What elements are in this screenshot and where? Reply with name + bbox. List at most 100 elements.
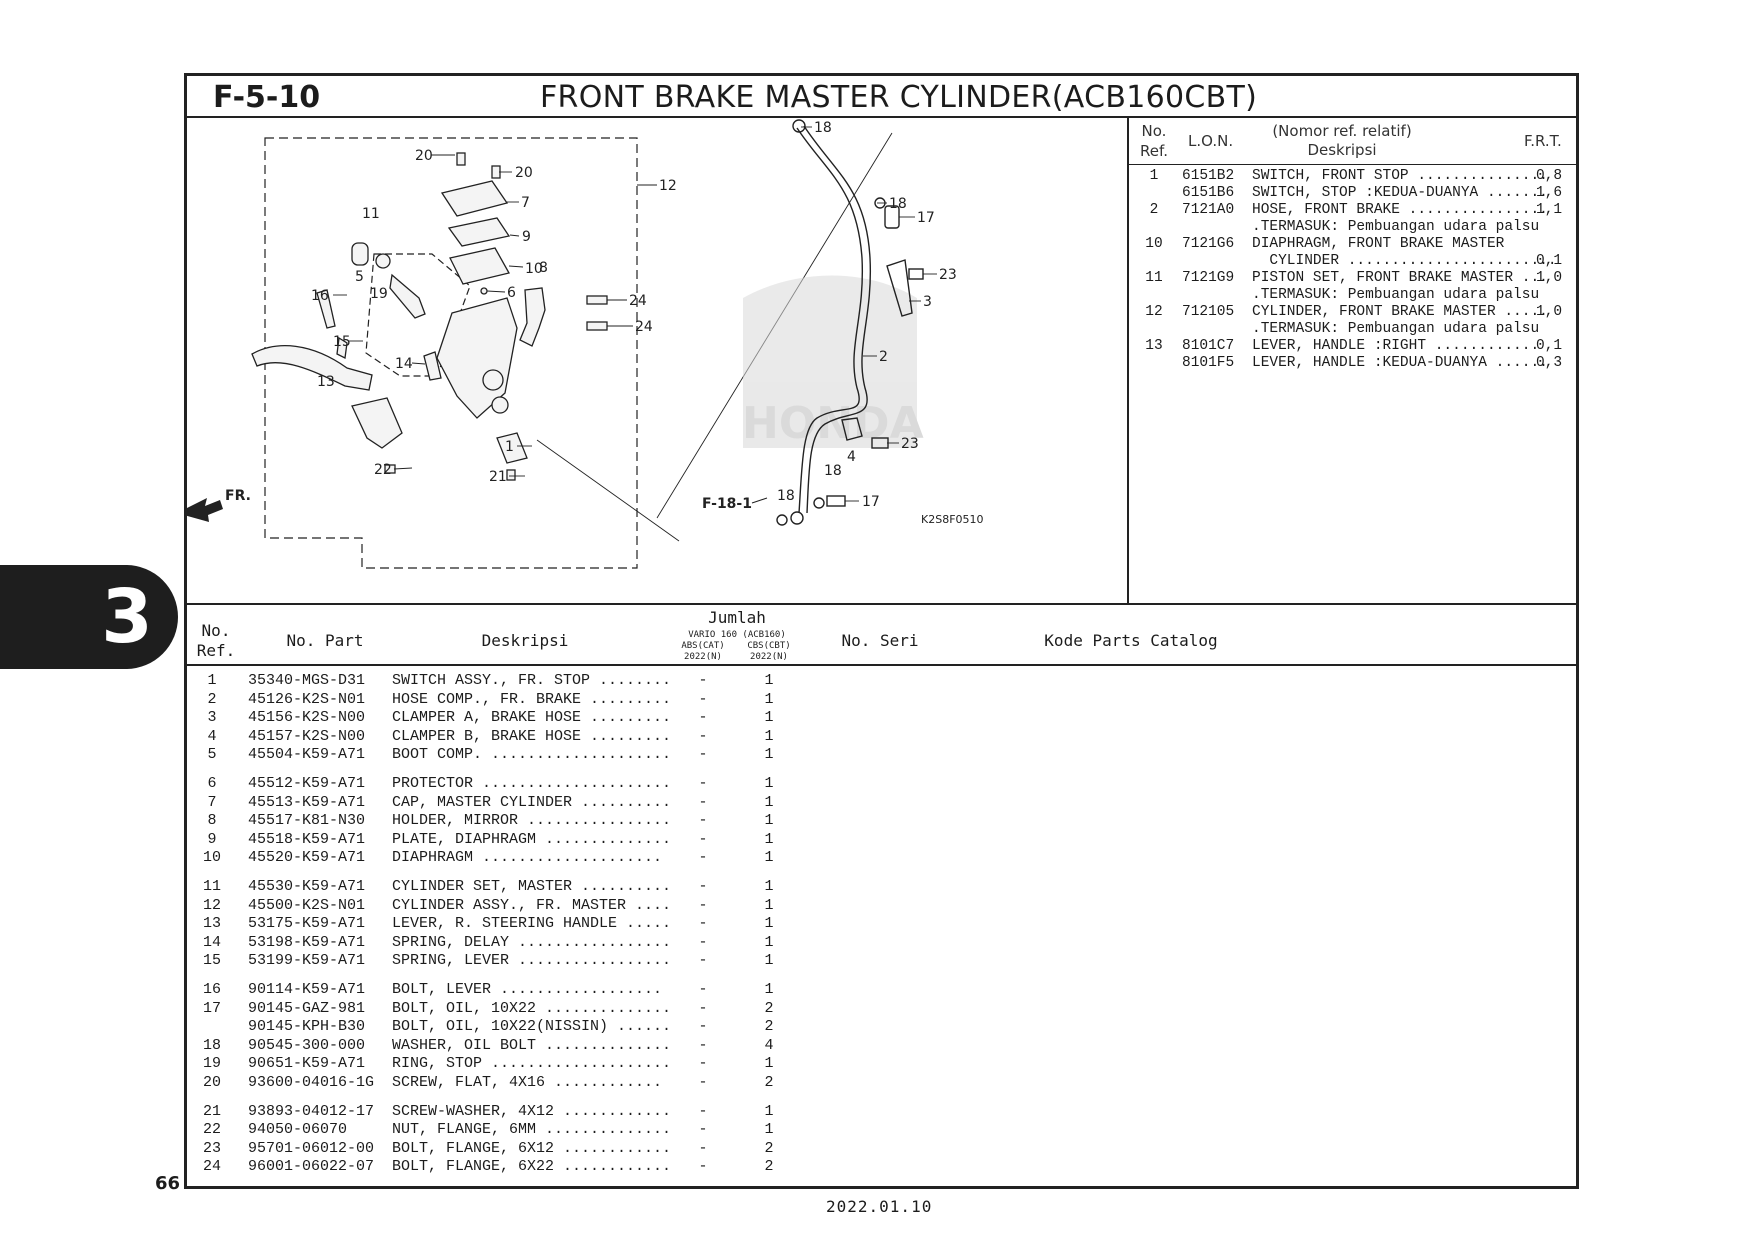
bolt-24a xyxy=(586,295,608,305)
plate-9 xyxy=(447,217,511,247)
row-qty-abs: - xyxy=(698,690,708,708)
callout-23b: 23 xyxy=(901,436,919,452)
frt-desc: LEVER, HANDLE :RIGHT ............ xyxy=(1252,338,1540,354)
row-qty-cbs: 4 xyxy=(764,1036,774,1054)
row-ref: 22 xyxy=(202,1121,221,1139)
row-qty-cbs: 1 xyxy=(764,952,774,970)
callout-4: 4 xyxy=(847,449,856,465)
frt-row: .TERMASUK: Pembuangan udara palsu xyxy=(1140,219,1570,236)
row-qty-cbs: 1 xyxy=(764,672,774,689)
row-part-number: 45517-K81-N30 xyxy=(248,812,366,830)
row-ref: 16 xyxy=(202,981,221,998)
row-description: CYLINDER ASSY., FR. MASTER .... xyxy=(392,896,672,914)
clamper-3 xyxy=(886,259,913,317)
callout-1: 1 xyxy=(505,439,514,455)
row-description: PROTECTOR ..................... xyxy=(392,775,672,792)
row-part-number: 45156-K2S-N00 xyxy=(248,709,366,727)
row-part-number: 45520-K59-A71 xyxy=(248,849,366,867)
frt-value: 1,0 xyxy=(1536,270,1563,286)
row-qty-cbs: 1 xyxy=(764,727,774,745)
parts-header-year2: 2022(N) xyxy=(750,652,788,662)
row-qty-cbs: 1 xyxy=(764,849,774,867)
frt-ref: 12 xyxy=(1145,304,1163,320)
frt-header-frt: F.R.T. xyxy=(1524,132,1562,150)
row-qty-abs: - xyxy=(698,878,708,895)
row-description: DIAPHRAGM .................... xyxy=(392,849,663,867)
page-title: FRONT BRAKE MASTER CYLINDER(ACB160CBT) xyxy=(540,80,1258,115)
row-qty-abs: - xyxy=(698,1074,708,1091)
row-part-number: 93600-04016-1G xyxy=(248,1074,375,1091)
spring-delay-14 xyxy=(423,351,442,381)
section-tab-number: 3 xyxy=(101,574,153,660)
row-qty-cbs: 1 xyxy=(764,775,774,792)
row-qty-cbs: 1 xyxy=(764,812,774,830)
row-ref: 2 xyxy=(207,690,217,708)
lever-13 xyxy=(251,345,373,391)
row-qty-abs: - xyxy=(698,672,708,689)
row-ref: 18 xyxy=(202,1036,221,1054)
row-part-number: 45126-K2S-N01 xyxy=(248,690,366,708)
row-part-number: 45518-K59-A71 xyxy=(248,830,366,848)
row-ref: 4 xyxy=(207,727,217,745)
row-description: SPRING, LEVER ................. xyxy=(392,952,672,970)
mirror-holder-8 xyxy=(519,287,546,347)
callout-18d: 18 xyxy=(777,488,795,504)
screw-20a xyxy=(456,152,466,166)
row-description: CAP, MASTER CYLINDER .......... xyxy=(392,793,672,811)
frt-desc: CYLINDER, FRONT BRAKE MASTER ..... xyxy=(1252,304,1548,320)
callout-6: 6 xyxy=(507,285,516,301)
parts-header-serial: No. Seri xyxy=(841,631,919,650)
table-top-divider xyxy=(184,603,1579,605)
frt-row: .TERMASUK: Pembuangan udara palsu xyxy=(1140,287,1570,304)
diagram-divider xyxy=(1127,116,1129,604)
frt-desc: PISTON SET, FRONT BRAKE MASTER ... xyxy=(1252,270,1548,286)
row-description: WASHER, OIL BOLT .............. xyxy=(392,1036,672,1054)
frt-row: CYLINDER ........................0,1 xyxy=(1140,253,1570,270)
callout-12: 12 xyxy=(659,178,677,194)
row-qty-cbs: 1 xyxy=(764,793,774,811)
row-ref: 6 xyxy=(207,775,217,792)
frt-header-desc: Deskripsi xyxy=(1307,141,1377,159)
svg-text:HONDA: HONDA xyxy=(742,398,924,449)
row-description: HOSE COMP., FR. BRAKE ......... xyxy=(392,690,672,708)
screw-21 xyxy=(506,469,516,481)
parts-header-no: No. xyxy=(201,621,231,640)
clamper-4 xyxy=(841,417,863,441)
row-ref: 8 xyxy=(207,812,217,830)
row-qty-abs: - xyxy=(698,775,708,792)
row-qty-abs: - xyxy=(698,1102,708,1120)
row-ref: 12 xyxy=(202,896,221,914)
row-description: SPRING, DELAY ................. xyxy=(392,933,672,951)
callout-21: 21 xyxy=(489,469,507,485)
row-ref: 19 xyxy=(202,1055,221,1073)
row-qty-cbs: 1 xyxy=(764,878,774,895)
row-ref: 7 xyxy=(207,793,217,811)
row-ref: 14 xyxy=(202,933,221,951)
row-part-number: 45513-K59-A71 xyxy=(248,793,366,811)
row-qty-abs: - xyxy=(698,1055,708,1073)
table-header-divider xyxy=(184,664,1579,666)
row-part-number: 90114-K59-A71 xyxy=(248,981,366,998)
callout-18b: 18 xyxy=(889,196,907,212)
row-description: CYLINDER SET, MASTER .......... xyxy=(392,878,672,895)
row-qty-abs: - xyxy=(698,793,708,811)
frt-ref: 1 xyxy=(1149,168,1159,184)
frt-value: 0,1 xyxy=(1536,338,1563,354)
frt-desc: CYLINDER ........................ xyxy=(1252,253,1557,269)
row-qty-cbs: 1 xyxy=(764,933,774,951)
frt-value: 1,1 xyxy=(1536,202,1563,218)
callout-18a: 18 xyxy=(814,120,832,136)
row-part-number: 53175-K59-A71 xyxy=(248,915,366,933)
row-qty-cbs: 1 xyxy=(764,896,774,914)
callout-14: 14 xyxy=(395,356,413,372)
row-qty-cbs: 1 xyxy=(764,1121,774,1139)
row-qty-cbs: 1 xyxy=(764,981,774,998)
row-description: BOLT, FLANGE, 6X12 ............ xyxy=(392,1139,672,1157)
row-part-number: 53198-K59-A71 xyxy=(248,933,366,951)
row-ref: 13 xyxy=(202,915,221,933)
row-description: BOLT, FLANGE, 6X22 ............ xyxy=(392,1158,672,1176)
switch-bracket xyxy=(351,397,403,449)
row-description: SWITCH ASSY., FR. STOP ........ xyxy=(392,672,672,689)
row-part-number: 45530-K59-A71 xyxy=(248,878,366,895)
frt-ref: 13 xyxy=(1145,338,1163,354)
